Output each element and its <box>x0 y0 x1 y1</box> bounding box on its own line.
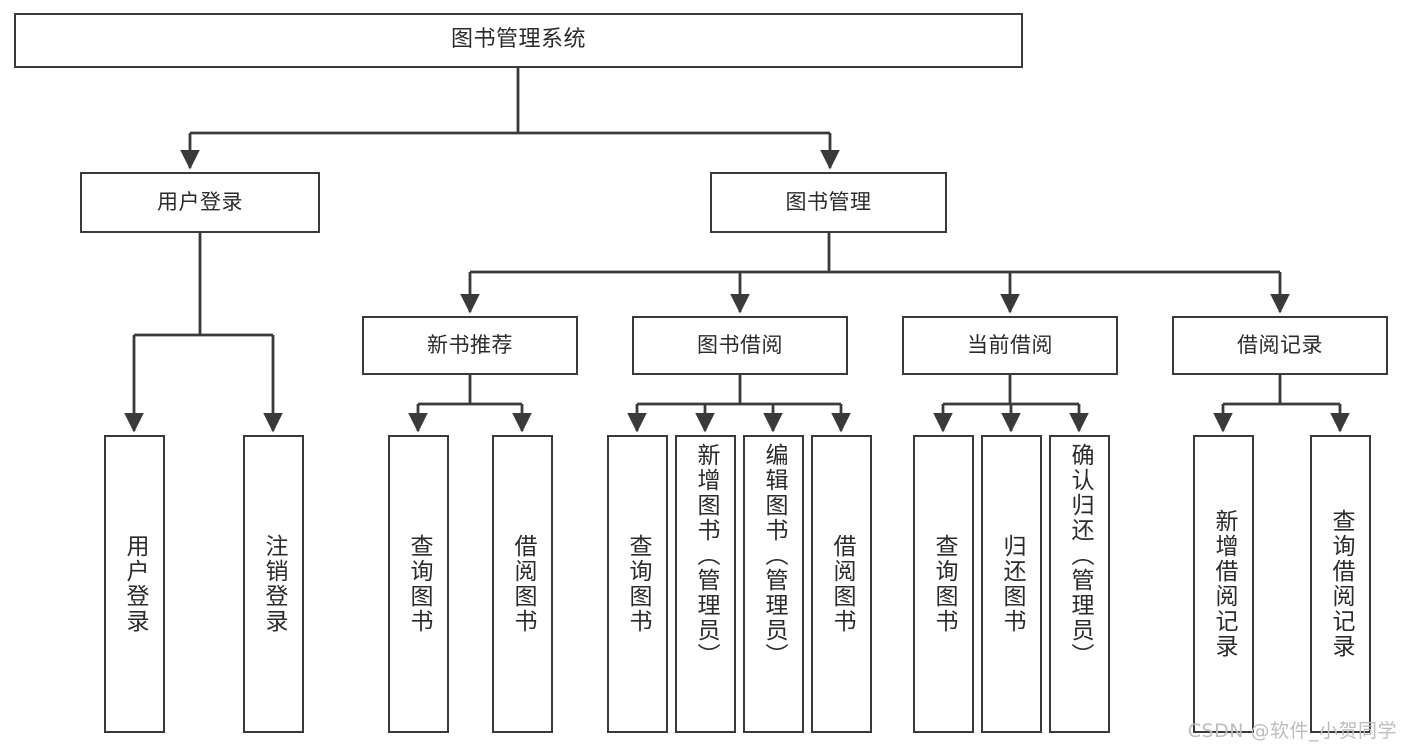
node-label: 注销登录 <box>261 534 287 634</box>
node-root-book-management-system[interactable]: 图书管理系统 <box>14 13 1023 68</box>
node-leaf-add-borrow-record[interactable]: 新增借阅记录 <box>1193 435 1254 733</box>
node-leaf-borrow-book[interactable]: 借阅图书 <box>811 435 872 733</box>
node-label: 用户登录 <box>122 534 148 634</box>
node-label: 确认归还（管理员） <box>1067 443 1093 668</box>
node-label: 新书推荐 <box>427 332 513 357</box>
node-leaf-return-book[interactable]: 归还图书 <box>981 435 1042 733</box>
node-leaf-borrow-book-recommend[interactable]: 借阅图书 <box>492 435 553 733</box>
node-label: 借阅图书 <box>829 534 855 634</box>
node-user-login[interactable]: 用户登录 <box>80 172 320 233</box>
node-leaf-query-book-current[interactable]: 查询图书 <box>913 435 974 733</box>
node-leaf-query-borrow-record[interactable]: 查询借阅记录 <box>1310 435 1371 733</box>
node-label: 图书借阅 <box>697 332 783 357</box>
node-current-borrow[interactable]: 当前借阅 <box>902 316 1118 375</box>
node-label: 用户登录 <box>157 189 243 214</box>
node-label: 归还图书 <box>999 534 1025 634</box>
node-label: 查询图书 <box>931 534 957 634</box>
node-leaf-logout[interactable]: 注销登录 <box>243 435 304 733</box>
node-leaf-query-book-recommend[interactable]: 查询图书 <box>388 435 449 733</box>
node-leaf-user-login[interactable]: 用户登录 <box>104 435 165 733</box>
node-label: 图书管理 <box>785 189 872 214</box>
node-leaf-query-book-borrow[interactable]: 查询图书 <box>607 435 668 733</box>
node-label: 新增借阅记录 <box>1211 509 1237 659</box>
node-label: 查询借阅记录 <box>1328 509 1354 659</box>
node-book-borrow[interactable]: 图书借阅 <box>632 316 848 375</box>
node-new-book-recommend[interactable]: 新书推荐 <box>362 316 578 375</box>
node-label: 查询图书 <box>406 534 432 634</box>
node-leaf-add-book-admin[interactable]: 新增图书（管理员） <box>675 435 736 733</box>
node-label: 当前借阅 <box>967 332 1053 357</box>
node-label: 图书管理系统 <box>450 27 586 53</box>
node-leaf-edit-book-admin[interactable]: 编辑图书（管理员） <box>743 435 804 733</box>
node-leaf-confirm-return-admin[interactable]: 确认归还（管理员） <box>1049 435 1110 733</box>
node-borrow-record[interactable]: 借阅记录 <box>1172 316 1388 375</box>
node-label: 编辑图书（管理员） <box>761 443 787 668</box>
node-label: 借阅图书 <box>510 534 536 634</box>
node-label: 查询图书 <box>625 534 651 634</box>
node-book-management[interactable]: 图书管理 <box>710 172 947 233</box>
node-label: 新增图书（管理员） <box>693 443 719 668</box>
node-label: 借阅记录 <box>1237 332 1323 357</box>
